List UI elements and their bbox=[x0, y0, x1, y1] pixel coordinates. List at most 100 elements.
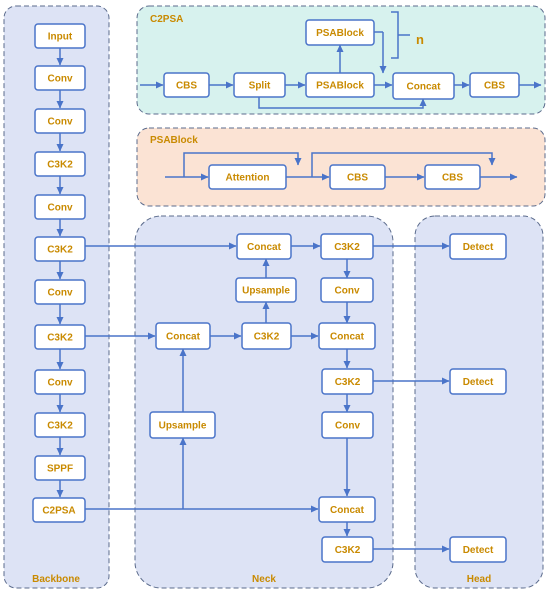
node-label: Input bbox=[48, 32, 73, 43]
node-c2-cbs1: CBS bbox=[163, 72, 210, 98]
node-label: Detect bbox=[463, 377, 494, 388]
node-label: C3K2 bbox=[334, 242, 360, 253]
node-box bbox=[34, 23, 86, 49]
node-c2-psablock-top: PSABlock bbox=[305, 19, 375, 46]
node-label: Conv bbox=[48, 74, 73, 85]
node-c2-concat: Concat bbox=[392, 72, 455, 100]
node-c2-cbs2: CBS bbox=[469, 72, 520, 98]
node-label: Detect bbox=[463, 242, 494, 253]
node-label: Conv bbox=[335, 421, 360, 432]
node-nk-conv-r2: Conv bbox=[321, 411, 374, 439]
node-bb-c3k2-4: C3K2 bbox=[34, 412, 86, 438]
node-box bbox=[32, 497, 86, 523]
node-bb-input: Input bbox=[34, 23, 86, 49]
node-box bbox=[321, 368, 374, 395]
node-nk-concat2: Concat bbox=[155, 322, 211, 350]
psablock-residual-1 bbox=[183, 152, 302, 177]
node-box bbox=[34, 108, 86, 134]
node-nk-upsample1: Upsample bbox=[235, 277, 297, 303]
node-label: C3K2 bbox=[335, 545, 361, 556]
node-nk-c3k2-r1: C3K2 bbox=[320, 233, 374, 260]
head-label: Head bbox=[467, 574, 491, 585]
node-box bbox=[34, 324, 86, 350]
node-nk-concat-r3: Concat bbox=[318, 496, 376, 523]
node-nk-upsample2: Upsample bbox=[149, 411, 216, 439]
node-box bbox=[34, 455, 86, 481]
node-bb-conv3: Conv bbox=[34, 194, 86, 220]
node-label: C3K2 bbox=[47, 333, 73, 344]
node-nk-concat-r2: Concat bbox=[318, 322, 376, 350]
node-label: CBS bbox=[484, 81, 505, 92]
node-label: C3K2 bbox=[47, 245, 73, 256]
node-label: Conv bbox=[335, 286, 360, 297]
node-box bbox=[318, 322, 376, 350]
node-psa-cbs1: CBS bbox=[329, 164, 386, 190]
node-label: Upsample bbox=[159, 421, 207, 432]
node-bb-c3k2-1: C3K2 bbox=[34, 151, 86, 177]
node-bb-conv2: Conv bbox=[34, 108, 86, 134]
node-box bbox=[235, 277, 297, 303]
node-box bbox=[233, 72, 286, 98]
node-label: Split bbox=[249, 81, 271, 92]
node-label: Conv bbox=[48, 288, 73, 299]
node-box bbox=[321, 411, 374, 439]
node-label: C3K2 bbox=[47, 160, 73, 171]
node-box bbox=[241, 322, 292, 350]
psablock-residual-2 bbox=[311, 152, 496, 177]
backbone-label: Backbone bbox=[32, 574, 80, 585]
node-bb-conv5: Conv bbox=[34, 369, 86, 395]
node-label: Concat bbox=[247, 242, 282, 253]
node-label: Detect bbox=[463, 545, 494, 556]
node-label: CBS bbox=[176, 81, 197, 92]
node-box bbox=[321, 536, 374, 563]
connectors bbox=[56, 11, 542, 553]
node-nk-c3k2-r2: C3K2 bbox=[321, 368, 374, 395]
c2psa-label: C2PSA bbox=[150, 14, 183, 25]
head-panel: Head bbox=[414, 215, 544, 589]
node-box bbox=[320, 233, 374, 260]
node-box bbox=[34, 369, 86, 395]
node-box bbox=[318, 496, 376, 523]
nodes: InputConvConvC3K2ConvC3K2ConvC3K2ConvC3K… bbox=[32, 19, 520, 563]
node-label: C3K2 bbox=[47, 421, 73, 432]
node-box bbox=[34, 412, 86, 438]
node-label: CBS bbox=[442, 173, 463, 184]
node-nk-c3k2-mid: C3K2 bbox=[241, 322, 292, 350]
node-label: CBS bbox=[347, 173, 368, 184]
node-box bbox=[469, 72, 520, 98]
c2psa-split-bypass bbox=[258, 97, 427, 109]
node-hd-detect1: Detect bbox=[449, 233, 507, 260]
node-box bbox=[34, 279, 86, 305]
node-label: PSABlock bbox=[316, 28, 364, 39]
node-label: Concat bbox=[166, 332, 201, 343]
node-label: Conv bbox=[48, 203, 73, 214]
node-psa-attention: Attention bbox=[208, 164, 287, 190]
node-box bbox=[149, 411, 216, 439]
node-box bbox=[424, 164, 481, 190]
neck-panel: Neck bbox=[134, 215, 394, 589]
node-label: SPPF bbox=[47, 464, 73, 475]
repeat-bracket bbox=[391, 11, 410, 59]
node-box bbox=[155, 322, 211, 350]
node-nk-c3k2-r3: C3K2 bbox=[321, 536, 374, 563]
node-hd-detect2: Detect bbox=[449, 368, 507, 395]
node-box bbox=[449, 233, 507, 260]
node-label: Conv bbox=[48, 117, 73, 128]
node-box bbox=[329, 164, 386, 190]
node-box bbox=[449, 368, 507, 395]
node-box bbox=[34, 151, 86, 177]
node-box bbox=[449, 536, 507, 563]
node-c2-psablock: PSABlock bbox=[305, 72, 375, 98]
node-psa-cbs2: CBS bbox=[424, 164, 481, 190]
node-label: C2PSA bbox=[42, 506, 75, 517]
node-hd-detect3: Detect bbox=[449, 536, 507, 563]
node-box bbox=[34, 65, 86, 91]
node-bb-c3k2-2: C3K2 bbox=[34, 236, 86, 262]
node-box bbox=[392, 72, 455, 100]
node-label: Attention bbox=[226, 173, 270, 184]
node-box bbox=[305, 72, 375, 98]
node-label: Conv bbox=[48, 378, 73, 389]
node-box bbox=[34, 194, 86, 220]
node-label: Concat bbox=[330, 505, 365, 516]
